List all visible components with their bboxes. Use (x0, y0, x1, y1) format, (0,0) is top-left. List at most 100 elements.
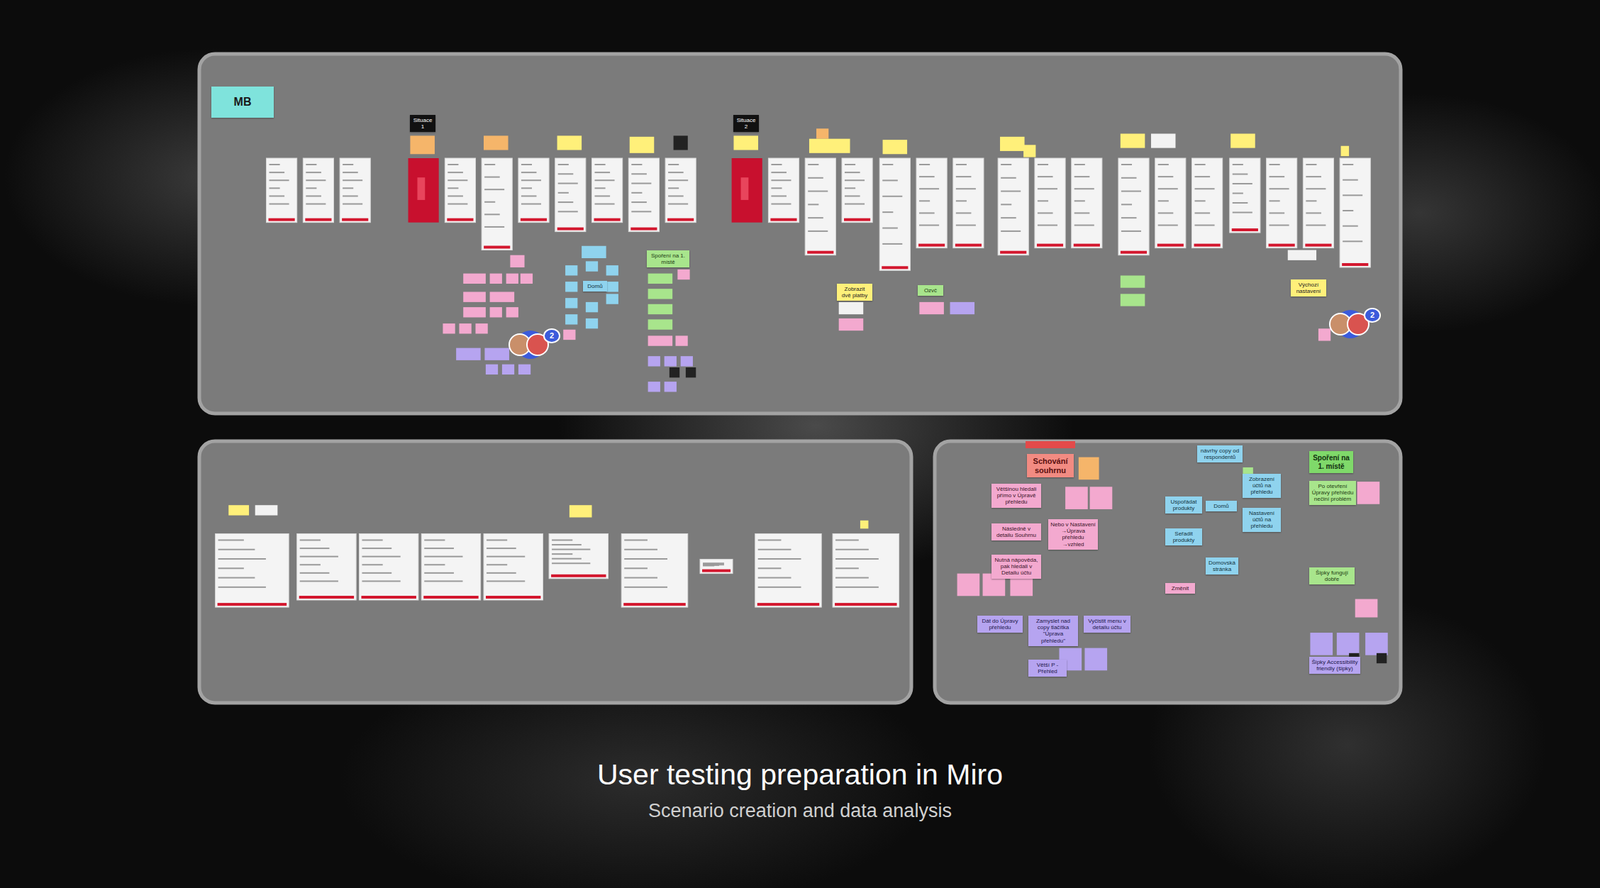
sticky-note (490, 273, 503, 284)
screen-line (424, 572, 454, 574)
note-text: Zamyslet nad copy tlačítka "Úprava přehl… (1030, 617, 1076, 644)
note-text: Větší P - Přehled (1030, 661, 1065, 675)
sticky-group (228, 128, 1388, 671)
screen-line (424, 580, 463, 582)
screen-line (770, 171, 787, 174)
screen-line (447, 187, 459, 189)
sticky-note: MB (211, 86, 274, 118)
screen-line (218, 577, 256, 579)
sticky-note (1376, 653, 1387, 664)
screen-line (300, 556, 339, 558)
note-text: Spoření na 1. místě (1311, 453, 1352, 471)
sticky-note: Šipky Accessibility friendly (šipky) (1309, 656, 1361, 674)
screen-line (668, 195, 684, 197)
sticky-note (675, 335, 688, 346)
screen-line (770, 203, 791, 205)
screen-line (1000, 177, 1017, 179)
screen-line (447, 195, 464, 197)
sticky-note: Změnit (1165, 582, 1196, 594)
screen-line (1074, 200, 1086, 202)
screen-line (521, 195, 537, 197)
sticky-note: Seřadit produkty (1165, 528, 1203, 546)
phone-screen (879, 158, 910, 271)
note-text: Situace 2 (735, 117, 757, 130)
sticky-note (463, 273, 486, 284)
sticky-note: návrhy copy od respondentů (1197, 445, 1243, 463)
sticky-note (1023, 144, 1036, 157)
sticky-note (502, 364, 515, 375)
screen-line (424, 547, 454, 549)
phone-screen (1118, 158, 1149, 256)
screen-line (484, 176, 500, 179)
sticky-note (1078, 457, 1100, 481)
phone-screen (621, 533, 688, 608)
sticky-note (581, 246, 607, 259)
screen-line (1195, 163, 1206, 166)
screen-line (1037, 175, 1054, 178)
sticky-note (648, 304, 674, 315)
screen-line (300, 563, 321, 566)
screen-button (1304, 243, 1332, 247)
screen-line (844, 203, 865, 205)
screen-button (485, 595, 541, 599)
note-text: Nebo v Nastavení →Úprava přehledu →vzhle… (1050, 521, 1096, 548)
screen-line (1074, 224, 1095, 227)
screen-line (305, 203, 326, 205)
sticky-note (565, 281, 578, 292)
sticky-note (680, 356, 693, 366)
sticky-note (669, 367, 680, 378)
screen-line (1000, 163, 1012, 166)
screen-line (218, 586, 266, 588)
screen-line (882, 211, 893, 213)
screen-line (624, 558, 668, 560)
screen-line (269, 187, 281, 189)
sticky-note (733, 135, 759, 150)
sticky-note (506, 273, 519, 284)
sticky-note (1120, 275, 1146, 288)
screen-button (1000, 251, 1027, 254)
screen-line (919, 163, 930, 166)
screen-line (835, 539, 859, 541)
screen-line (342, 171, 359, 174)
screen-line (300, 572, 330, 574)
screen-line (807, 230, 828, 232)
sticky-note (490, 291, 515, 302)
sticky-note (1120, 293, 1146, 306)
sticky-note (677, 269, 690, 280)
screen-line (1195, 212, 1211, 214)
sticky-note: Výchozí nastavení (1290, 279, 1327, 297)
screen-line (305, 187, 317, 189)
screen-line (447, 163, 459, 166)
sticky-note (1336, 632, 1360, 656)
screen-line (919, 175, 935, 178)
sticky-note (648, 319, 674, 330)
sticky-note (442, 323, 455, 334)
sticky-note (606, 265, 619, 276)
sticky-note (585, 302, 598, 313)
sticky-note (1309, 632, 1333, 656)
screen-line (486, 547, 517, 549)
sticky-note (957, 573, 981, 597)
screen-line (424, 563, 445, 566)
sticky-note (569, 504, 593, 518)
screen-line (484, 201, 496, 203)
screen-button (1268, 243, 1296, 247)
screen-button (843, 218, 871, 222)
note-text: Vyčistit menu v detailu účtu (1085, 617, 1129, 631)
screen-line (1342, 163, 1354, 166)
phone-screen (215, 533, 290, 608)
screen-button (304, 218, 332, 222)
sticky-note: Dát do Úpravy přehledu (977, 615, 1023, 633)
screen-line (668, 171, 684, 174)
screen-line (1269, 200, 1281, 202)
sticky-note: Domů (1205, 500, 1237, 512)
screen-line (1305, 200, 1317, 202)
screen-line (770, 179, 791, 181)
note-text: Uspořádat produkty (1167, 498, 1200, 512)
screen-line (595, 187, 606, 189)
screen-line (484, 163, 496, 166)
screen-line (1232, 212, 1253, 214)
screen-line (1121, 217, 1137, 219)
screen-button (1341, 263, 1369, 266)
screen-line (1158, 200, 1169, 202)
